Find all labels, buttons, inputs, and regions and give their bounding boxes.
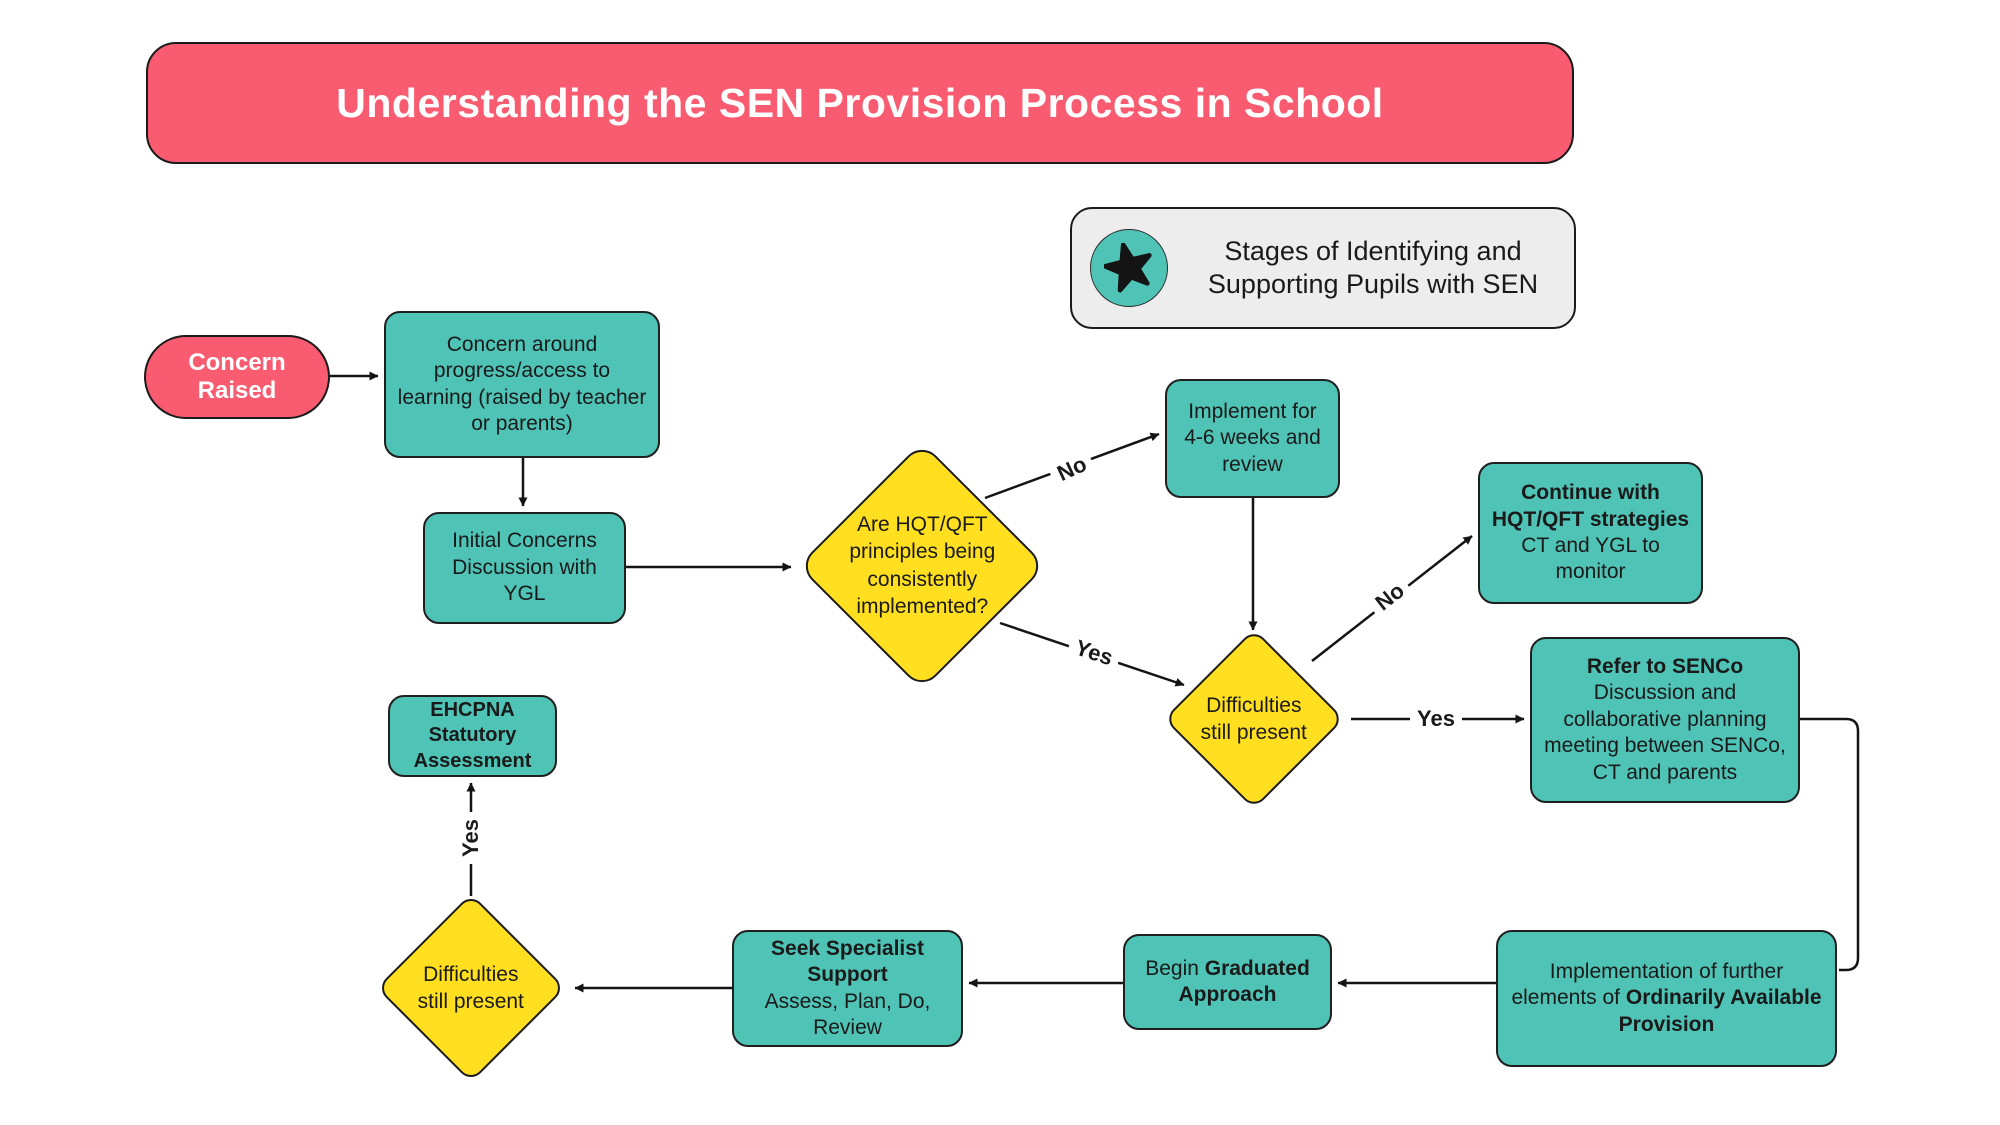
node-implement-review: Implement for 4-6 weeks and review [1165, 379, 1340, 498]
node-initial-concerns: Initial Concerns Discussion with YGL [423, 512, 626, 624]
node-continue-hqt: Continue with HQT/QFT strategies CT and … [1478, 462, 1703, 604]
star-icon [1104, 243, 1152, 293]
edge-label-yes-difficulties: Yes [1410, 705, 1462, 733]
edge-senco-to-oap [1800, 717, 1860, 972]
legend-card: Stages of Identifying and Supporting Pup… [1070, 207, 1576, 329]
node-ehcpna: EHCPNA Statutory Assessment [388, 695, 557, 777]
edge-label-yes-ehcpna: Yes [457, 812, 485, 864]
node-concern-detail: Concern around progress/access to learni… [384, 311, 660, 458]
node-specialist-support: Seek Specialist Support Assess, Plan, Do… [732, 930, 963, 1047]
node-concern-raised: Concern Raised [144, 335, 330, 419]
page-title: Understanding the SEN Provision Process … [336, 79, 1384, 126]
legend-text: Stages of Identifying and Supporting Pup… [1207, 236, 1539, 299]
legend-icon-circle [1090, 229, 1168, 307]
title-banner: Understanding the SEN Provision Process … [146, 42, 1574, 164]
node-implementation-oap: Implementation of further elements of Or… [1496, 930, 1837, 1067]
node-refer-senco: Refer to SENCo Discussion and collaborat… [1530, 637, 1800, 803]
node-graduated-approach: Begin Graduated Approach [1123, 934, 1332, 1030]
